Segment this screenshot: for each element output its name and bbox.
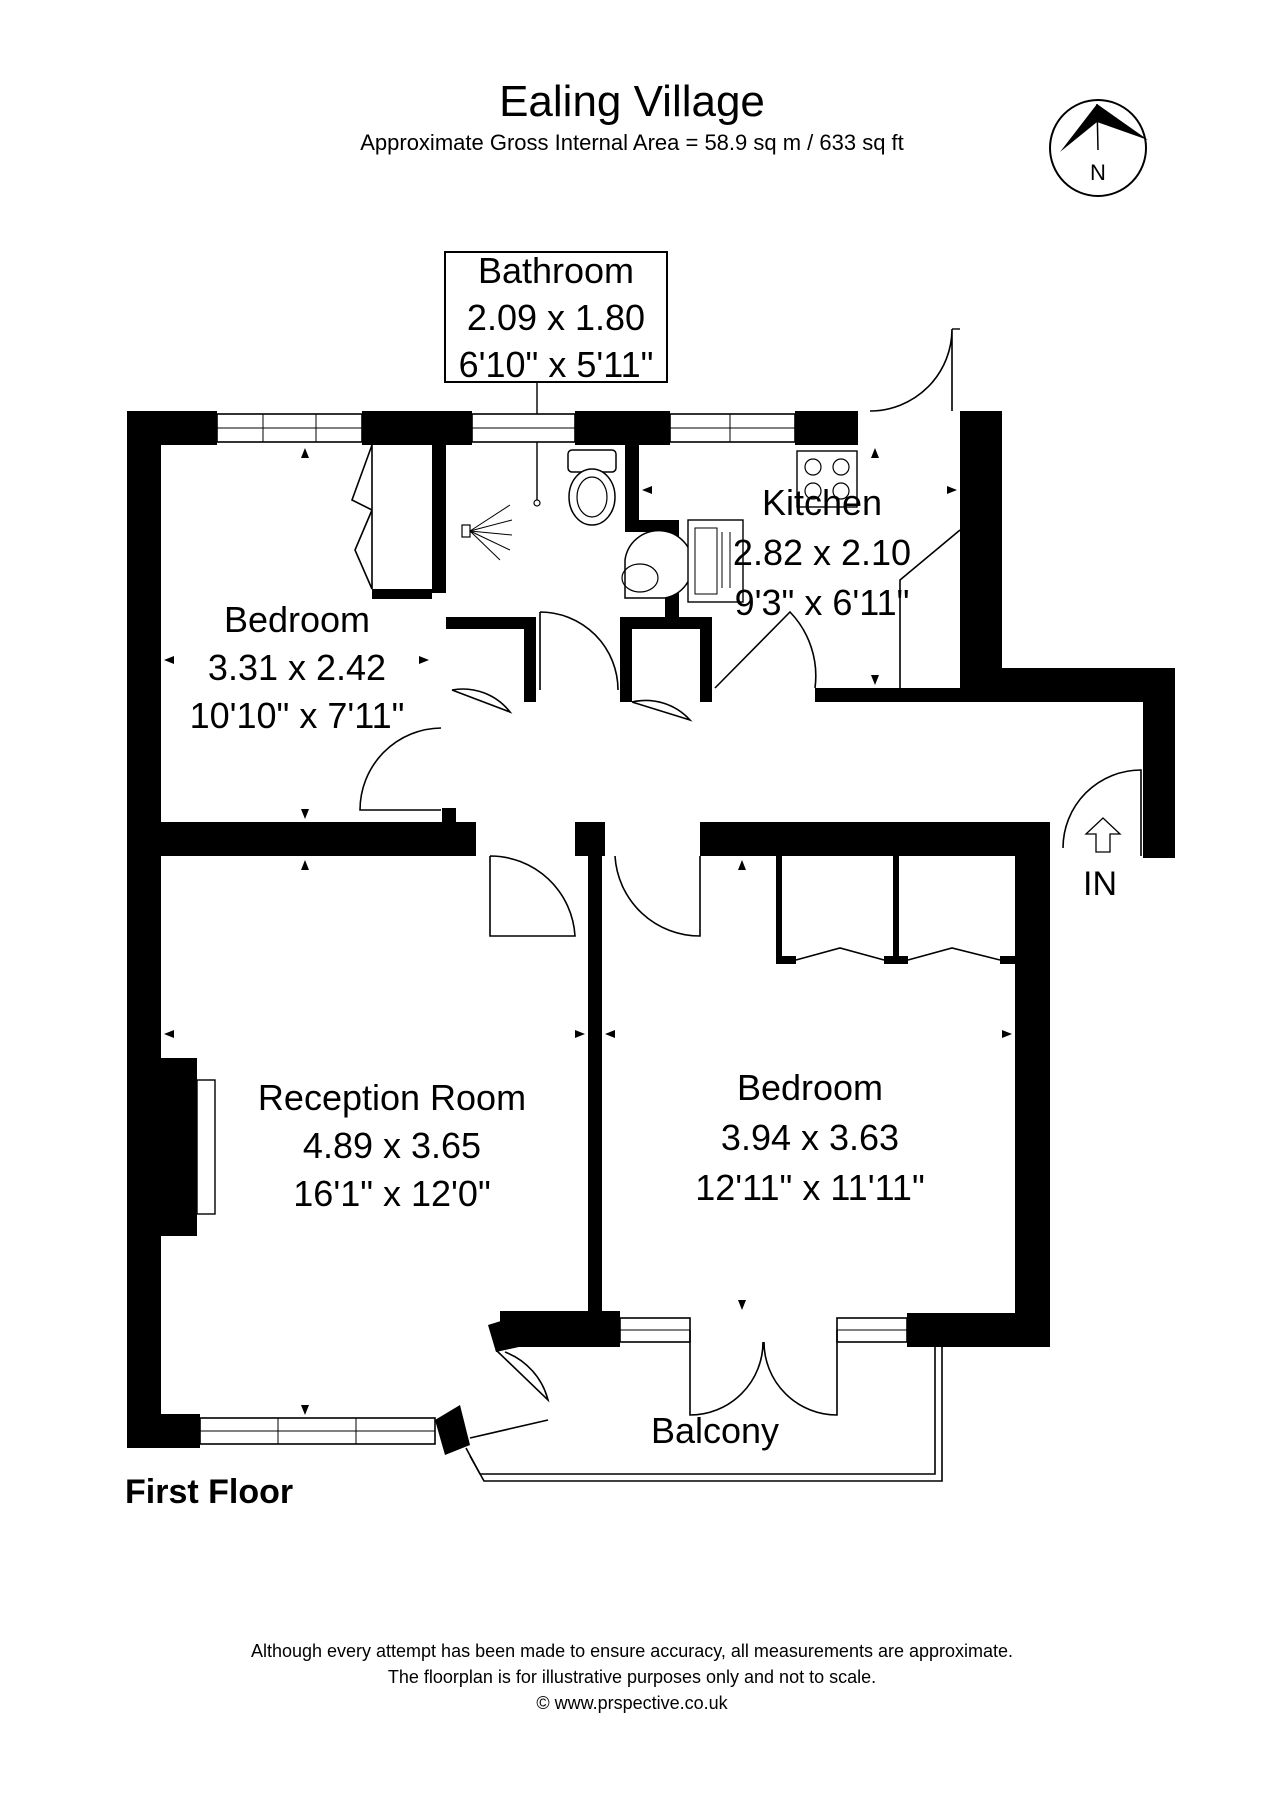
compass-north-label: N bbox=[1090, 160, 1106, 185]
bedroom-small-name: Bedroom bbox=[224, 599, 370, 640]
kitchen-sink-icon bbox=[687, 519, 744, 603]
room-label-bedroom-large: Bedroom 3.94 x 3.63 12'11" x 11'11" bbox=[695, 1067, 924, 1208]
bathroom-imperial: 6'10" x 5'11" bbox=[459, 344, 654, 385]
balcony-name: Balcony bbox=[651, 1410, 779, 1451]
compass-icon: N bbox=[1049, 99, 1148, 197]
bedroom-small-imperial: 10'10" x 7'11" bbox=[190, 695, 405, 736]
room-label-bedroom-small: Bedroom 3.31 x 2.42 10'10" x 7'11" bbox=[190, 599, 405, 736]
bathroom-fixtures bbox=[461, 449, 694, 599]
doors bbox=[359, 328, 1142, 1482]
floor-label: First Floor bbox=[125, 1473, 293, 1511]
bathroom-metric: 2.09 x 1.80 bbox=[467, 297, 645, 338]
room-label-reception: Reception Room 4.89 x 3.65 16'1" x 12'0" bbox=[258, 1077, 526, 1214]
bay-wall-right bbox=[488, 1315, 528, 1352]
room-label-bathroom: Bathroom 2.09 x 1.80 6'10" x 5'11" bbox=[459, 250, 654, 385]
hob-icon bbox=[796, 450, 858, 508]
walls bbox=[127, 411, 1175, 1448]
bedroom-large-metric: 3.94 x 3.63 bbox=[721, 1117, 899, 1158]
kitchen-imperial: 9'3" x 6'11" bbox=[735, 582, 910, 623]
bay-wall-left bbox=[435, 1405, 470, 1455]
entrance-label: IN bbox=[1083, 865, 1117, 903]
disclaimer-line-1: Although every attempt has been made to … bbox=[251, 1641, 1013, 1661]
toilet-bowl-icon bbox=[568, 468, 616, 526]
reception-imperial: 16'1" x 12'0" bbox=[293, 1173, 490, 1214]
wardrobe-small-bedroom bbox=[351, 444, 373, 590]
measurement-ticks bbox=[164, 448, 1012, 1415]
kitchen-fixtures bbox=[687, 450, 961, 688]
fireplace-hearth bbox=[196, 1079, 216, 1215]
bathroom-label-box bbox=[444, 251, 668, 507]
copyright-line: © www.prspective.co.uk bbox=[536, 1693, 728, 1713]
kitchen-name: Kitchen bbox=[762, 482, 882, 523]
area-subtitle: Approximate Gross Internal Area = 58.9 s… bbox=[360, 130, 904, 155]
reception-metric: 4.89 x 3.65 bbox=[303, 1125, 481, 1166]
windows bbox=[199, 413, 908, 1445]
shower-head-icon bbox=[461, 504, 513, 561]
washbasin-icon bbox=[624, 529, 694, 599]
entrance-arrow-icon bbox=[1084, 817, 1122, 853]
room-label-kitchen: Kitchen 2.82 x 2.10 9'3" x 6'11" bbox=[733, 482, 911, 623]
disclaimer-line-2: The floorplan is for illustrative purpos… bbox=[388, 1667, 876, 1687]
bedroom-large-name: Bedroom bbox=[737, 1067, 883, 1108]
kitchen-metric: 2.82 x 2.10 bbox=[733, 532, 911, 573]
bedroom-small-metric: 3.31 x 2.42 bbox=[208, 647, 386, 688]
plan-title: Ealing Village bbox=[499, 77, 765, 126]
bathroom-name: Bathroom bbox=[478, 250, 634, 291]
reception-name: Reception Room bbox=[258, 1077, 526, 1118]
bedroom-large-imperial: 12'11" x 11'11" bbox=[695, 1167, 924, 1208]
